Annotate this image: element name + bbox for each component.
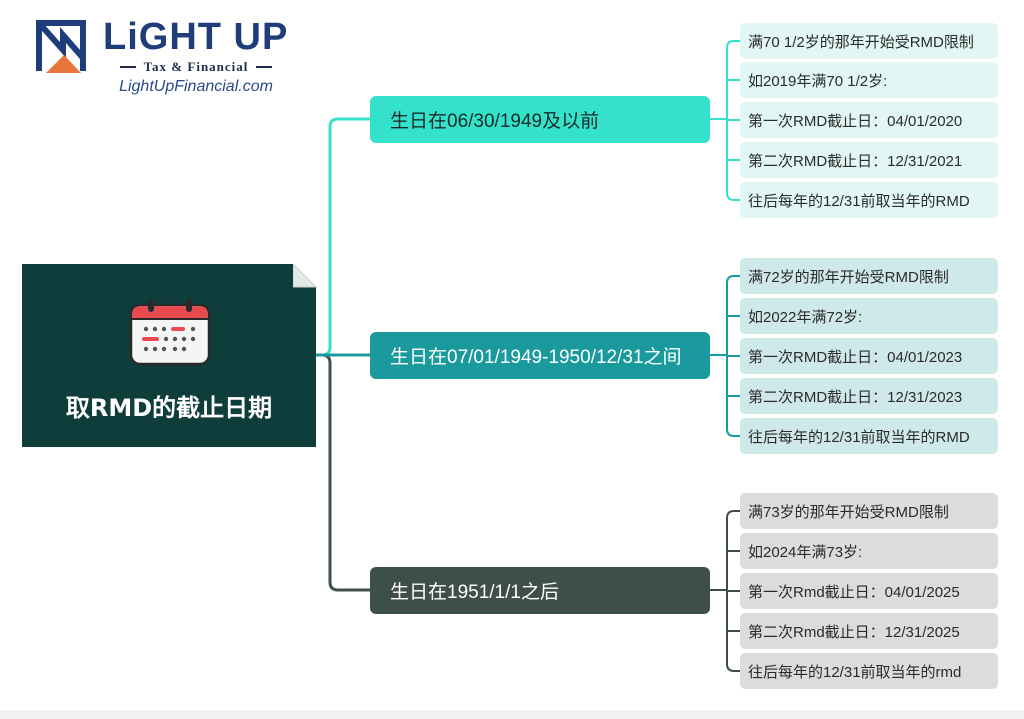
leaf-node: 往后每年的12/31前取当年的RMD bbox=[740, 418, 998, 454]
leaf-label: 第一次RMD截止日：04/01/2020 bbox=[748, 112, 963, 130]
leaf-label: 如2024年满73岁: bbox=[748, 543, 863, 561]
leaf-node: 第一次RMD截止日：04/01/2023 bbox=[740, 338, 998, 374]
leaf-node: 第二次RMD截止日：12/31/2021 bbox=[740, 142, 998, 178]
connector-branch-3-bracket bbox=[726, 510, 741, 672]
branch-node-1: 生日在06/30/1949及以前 bbox=[370, 96, 710, 143]
connector-branch-1-bracket bbox=[726, 40, 741, 201]
leaf-node: 如2024年满73岁: bbox=[740, 533, 998, 569]
leaf-label: 往后每年的12/31前取当年的RMD bbox=[748, 192, 970, 210]
leaf-label: 往后每年的12/31前取当年的rmd bbox=[748, 663, 962, 681]
connector-branch-2-bracket bbox=[726, 275, 741, 437]
logo-tagline-row: Tax & Financial bbox=[103, 58, 289, 76]
logo-wordmark: LiGHT UP bbox=[103, 16, 289, 58]
leaf-label: 第二次Rmd截止日：12/31/2025 bbox=[748, 623, 960, 641]
logo-dash-right bbox=[256, 66, 273, 68]
leaf-node: 如2022年满72岁: bbox=[740, 298, 998, 334]
leaf-label: 如2022年满72岁: bbox=[748, 308, 863, 326]
connector-root-branch-1 bbox=[314, 117, 372, 357]
leaf-label: 第一次Rmd截止日：04/01/2025 bbox=[748, 583, 960, 601]
logo-tagline: Tax & Financial bbox=[143, 59, 249, 74]
leaf-connectors-branch-3 bbox=[709, 510, 741, 672]
folded-corner bbox=[293, 264, 317, 288]
connector-root-branch-3 bbox=[314, 353, 372, 592]
leaf-node: 满72岁的那年开始受RMD限制 bbox=[740, 258, 998, 294]
branch-node-3: 生日在1951/1/1之后 bbox=[370, 567, 710, 614]
leaf-label: 满72岁的那年开始受RMD限制 bbox=[748, 268, 949, 286]
leaf-label: 第二次RMD截止日：12/31/2021 bbox=[748, 152, 963, 170]
leaf-node: 往后每年的12/31前取当年的rmd bbox=[740, 653, 998, 689]
leaf-node: 往后每年的12/31前取当年的RMD bbox=[740, 182, 998, 218]
leaf-label: 往后每年的12/31前取当年的RMD bbox=[748, 428, 970, 446]
root-node: 取RMD的截止日期 bbox=[22, 264, 316, 447]
branch-label: 生日在07/01/1949-1950/12/31之间 bbox=[390, 347, 682, 368]
leaf-node: 第二次RMD截止日：12/31/2023 bbox=[740, 378, 998, 414]
branch-node-2: 生日在07/01/1949-1950/12/31之间 bbox=[370, 332, 710, 379]
leaf-node: 第一次RMD截止日：04/01/2020 bbox=[740, 102, 998, 138]
leaf-connectors-branch-1 bbox=[709, 40, 741, 201]
leaf-label: 如2019年满70 1/2岁: bbox=[748, 72, 888, 90]
branch-label: 生日在1951/1/1之后 bbox=[390, 582, 559, 603]
leaf-label: 第一次RMD截止日：04/01/2023 bbox=[748, 348, 963, 366]
logo-website: LightUpFinancial.com bbox=[119, 78, 273, 95]
leaf-node: 第一次Rmd截止日：04/01/2025 bbox=[740, 573, 998, 609]
leaf-label: 满73岁的那年开始受RMD限制 bbox=[748, 503, 949, 521]
leaf-node: 如2019年满70 1/2岁: bbox=[740, 62, 998, 98]
root-title: 取RMD的截止日期 bbox=[65, 394, 273, 422]
branch-label: 生日在06/30/1949及以前 bbox=[390, 111, 600, 132]
leaf-node: 第二次Rmd截止日：12/31/2025 bbox=[740, 613, 998, 649]
leaf-label: 满70 1/2岁的那年开始受RMD限制 bbox=[748, 33, 974, 51]
bottom-strip bbox=[0, 710, 1024, 719]
leaf-node: 满73岁的那年开始受RMD限制 bbox=[740, 493, 998, 529]
logo-dash-left bbox=[119, 66, 136, 68]
calendar-icon bbox=[129, 299, 211, 366]
leaf-connectors-branch-2 bbox=[709, 275, 741, 437]
leaf-node: 满70 1/2岁的那年开始受RMD限制 bbox=[740, 23, 998, 59]
leaf-label: 第二次RMD截止日：12/31/2023 bbox=[748, 388, 963, 406]
light-up-logo-icon bbox=[36, 20, 86, 73]
